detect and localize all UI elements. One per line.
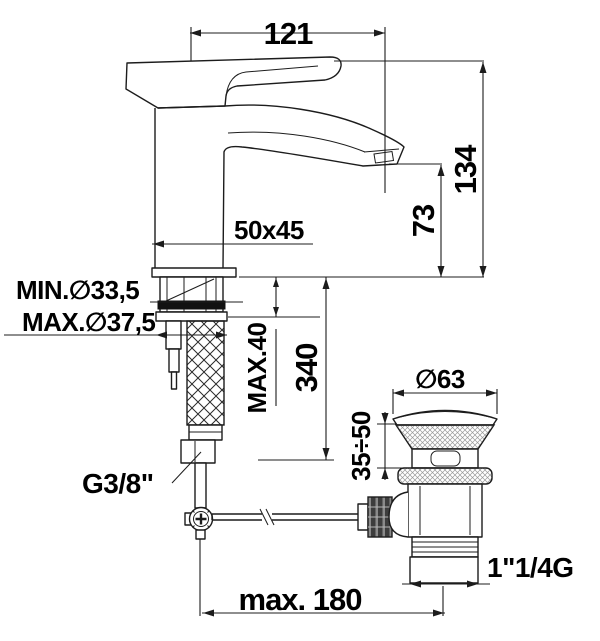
shank-inner-lines — [165, 277, 217, 312]
rod-reach-label: max. 180 — [239, 582, 362, 617]
dim-waste-thread: 1"1/4G — [402, 552, 574, 588]
dim-121-label: 121 — [264, 16, 313, 51]
dim-dia-63: ∅63 — [392, 364, 498, 414]
waste-body-bore-lines — [419, 486, 471, 535]
joint-bottom-stub — [195, 529, 206, 540]
relief-lines — [412, 541, 478, 553]
waste-lower-seal — [397, 467, 493, 485]
dim-35-50: 35÷50 — [346, 411, 403, 481]
rubber-gasket — [157, 300, 226, 310]
fixing-stud — [165, 320, 182, 390]
waste-waist-slot — [430, 450, 461, 467]
min-hole-label: MIN.∅33,5 — [16, 275, 139, 305]
pop-up-rod-assembly — [184, 496, 393, 540]
dim-73-label: 73 — [406, 204, 441, 237]
dimensions: 121 134 73 50x45 MIN.∅33,5 — [4, 16, 574, 617]
dim-73: 73 — [389, 163, 445, 277]
dia-63-label: ∅63 — [415, 364, 465, 394]
max-hole-label: MAX.∅37,5 — [22, 307, 155, 337]
supply-thread-label: G3/8" — [82, 468, 153, 499]
waste-thread-label: 1"1/4G — [487, 552, 574, 583]
faucet-body — [154, 105, 226, 268]
ball-joint-ticks — [192, 510, 210, 528]
braided-hose — [186, 320, 225, 426]
range-35-50-label: 35÷50 — [346, 411, 376, 481]
dim-rod-reach: max. 180 — [199, 539, 445, 617]
mounting-hardware — [155, 276, 228, 509]
dim-340-label: 340 — [289, 344, 324, 393]
faucet-outline — [125, 56, 405, 278]
dim-50x45-label: 50x45 — [234, 215, 304, 245]
rod-break-symbol — [259, 508, 275, 526]
hose-end-nut — [180, 439, 216, 464]
waste-elbow — [388, 491, 409, 538]
dim-340: 340 — [258, 277, 334, 461]
waste-cap — [392, 409, 498, 426]
mounting-washer — [155, 311, 228, 322]
waste-body — [407, 483, 483, 538]
supply-pipe — [194, 462, 207, 509]
waste-waist — [411, 448, 479, 469]
drain-assembly — [388, 409, 498, 584]
dim-max-hole: MAX.∅37,5 — [4, 307, 227, 339]
base-flange — [151, 267, 237, 278]
waste-cap-inner-arc — [399, 411, 491, 418]
dim-min-hole: MIN.∅33,5 — [16, 275, 243, 305]
waste-bottom-thread — [409, 556, 479, 584]
knurl-bands — [368, 506, 392, 528]
ball-joint-cross — [195, 513, 207, 525]
dim-supply-thread: G3/8" — [82, 451, 202, 499]
ball-joint-inner — [193, 511, 209, 527]
faucet-handle-inner-line — [225, 65, 319, 97]
faucet-spout-inner-curve — [227, 131, 366, 153]
rod-end-piece — [357, 503, 369, 531]
aerator-step-line — [363, 148, 400, 153]
dim-134-label: 134 — [448, 144, 483, 194]
waste-upper-seal — [394, 424, 496, 450]
dim-121: 121 — [190, 16, 386, 193]
dim-max-deck: MAX.40 — [228, 277, 320, 413]
horizontal-rod — [211, 513, 358, 521]
dim-50x45: 50x45 — [152, 215, 313, 248]
aerator-face — [373, 150, 395, 164]
max-deck-label: MAX.40 — [242, 323, 272, 414]
dim-134: 134 — [334, 60, 487, 277]
faucet-handle — [125, 56, 342, 109]
